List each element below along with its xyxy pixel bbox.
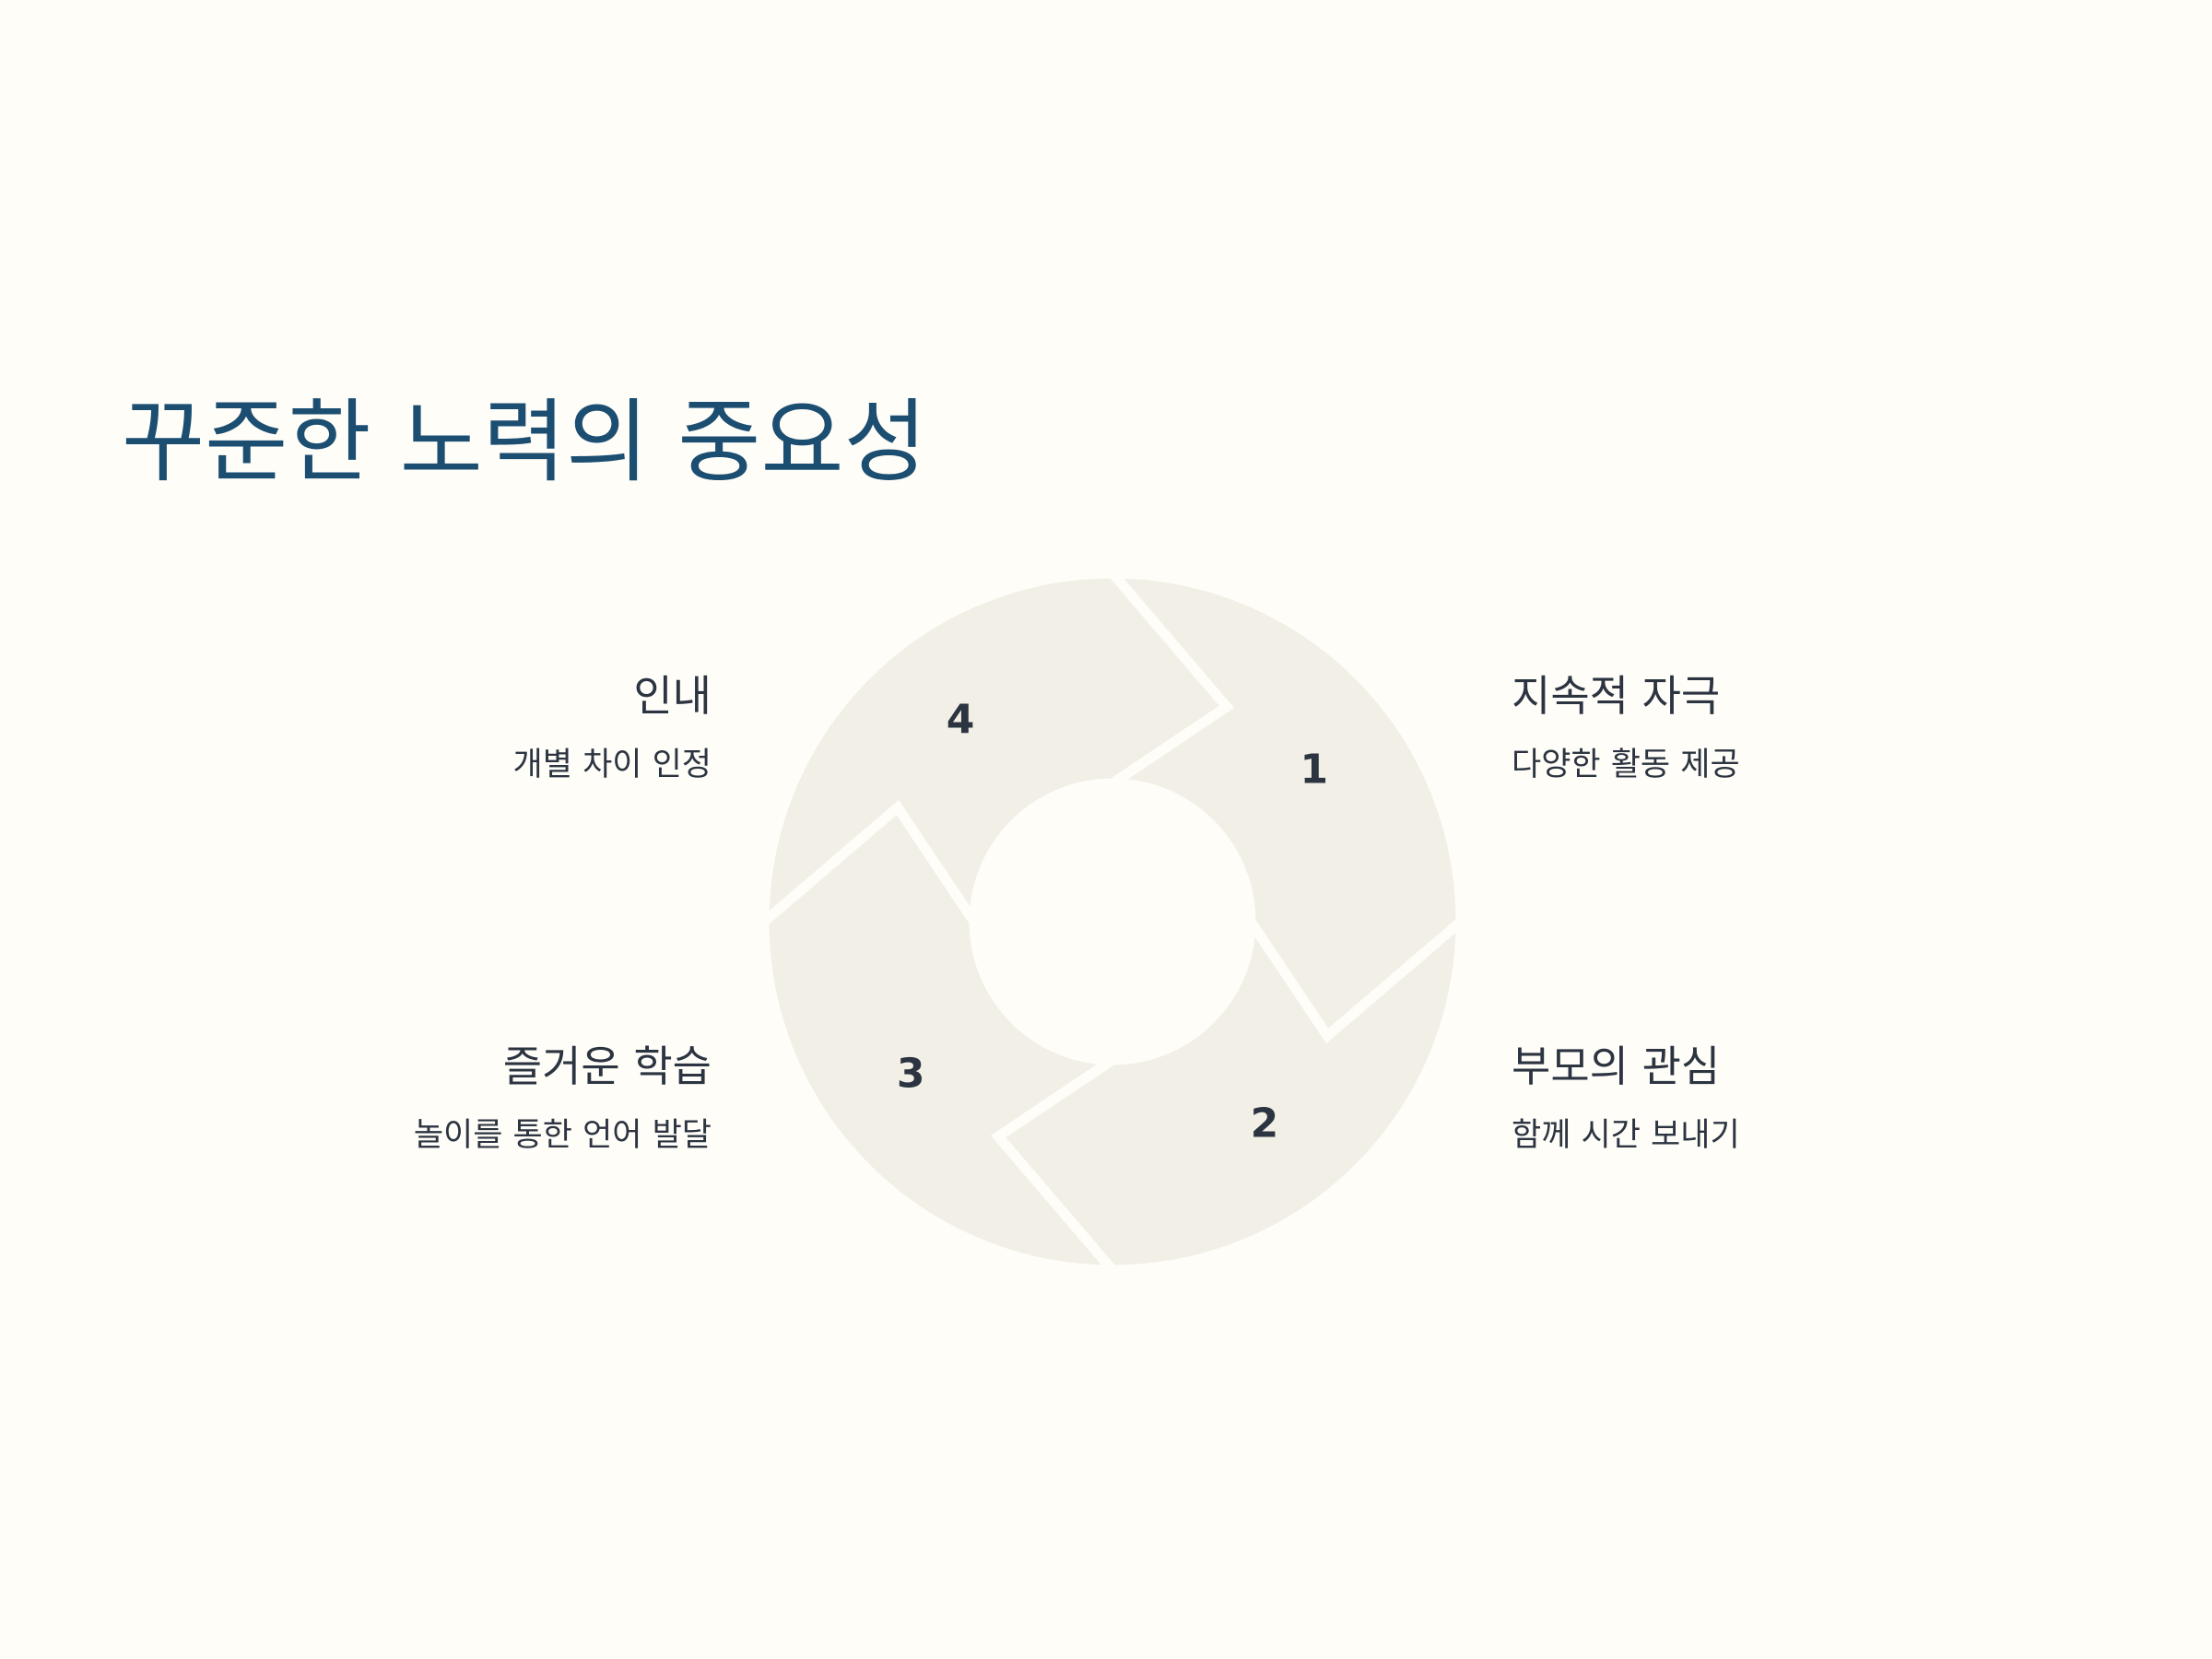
step-3-description: 함께 시간 보내기: [1512, 1117, 1740, 1155]
cycle-number-2: 2: [1251, 1100, 1279, 1147]
step-2-heading: 지속적 자극: [1512, 671, 1721, 721]
cycle-segment-4: [759, 568, 1235, 939]
step-3-heading: 부모의 관심: [1512, 1041, 1721, 1091]
step-1-label: 인내 개별 차이 인정: [513, 671, 712, 784]
cycle-segment-1: [1095, 568, 1466, 1044]
cycle-segment-2: [990, 904, 1466, 1276]
step-2-label: 지속적 자극 다양한 활동 제공: [1512, 671, 1740, 784]
cycle-numbers: 1 2 3 4: [897, 697, 1328, 1147]
step-1-heading: 인내: [633, 671, 712, 721]
cycle-segment-3: [759, 799, 1130, 1276]
step-4-label: 즐거운 학습 놀이를 통한 언어 발달: [414, 1041, 712, 1155]
step-4-heading: 즐거운 학습: [502, 1041, 712, 1091]
step-2-description: 다양한 활동 제공: [1512, 747, 1740, 784]
step-1-description: 개별 차이 인정: [512, 747, 712, 784]
step-3-label: 부모의 관심 함께 시간 보내기: [1512, 1041, 1740, 1155]
step-4-description: 놀이를 통한 언어 발달: [413, 1117, 712, 1155]
cycle-number-3: 3: [897, 1050, 925, 1097]
cycle-segments: [759, 568, 1466, 1276]
page-title: 꾸준한 노력의 중요성: [122, 390, 927, 495]
cycle-number-1: 1: [1300, 747, 1328, 794]
cycle-number-4: 4: [947, 697, 975, 744]
